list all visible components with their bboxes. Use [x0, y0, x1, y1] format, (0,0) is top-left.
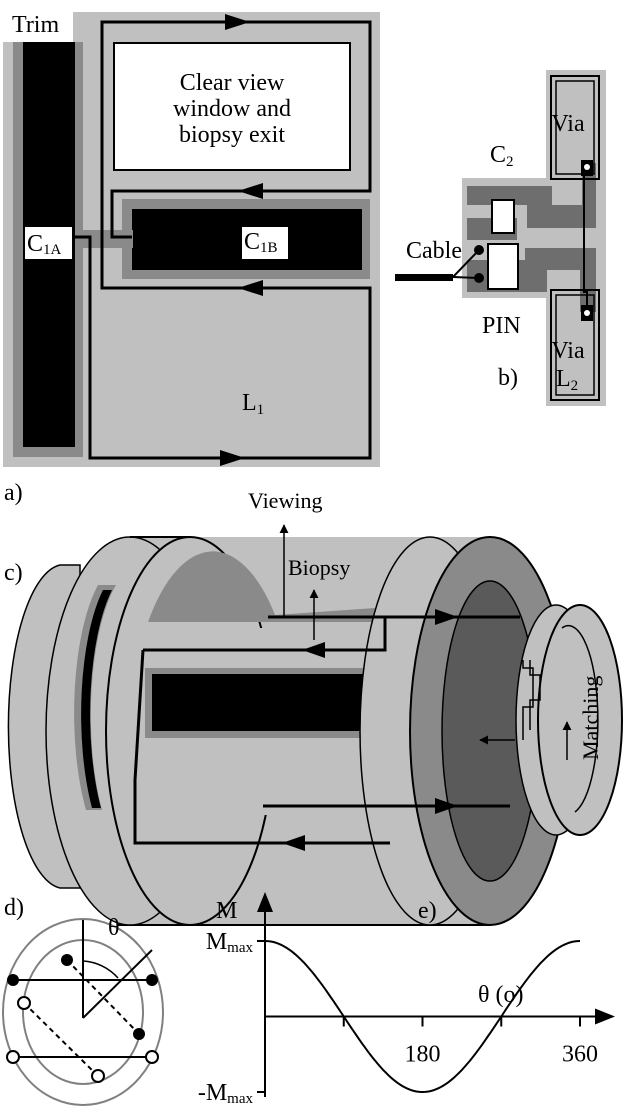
node-filled-3 — [61, 954, 73, 966]
arrow-middle — [238, 183, 263, 199]
cyl-arrow-1 — [435, 609, 458, 625]
matching-traces — [522, 660, 541, 740]
cable — [395, 274, 453, 281]
via-top-label: Via — [551, 111, 585, 137]
viewing-label: Viewing — [248, 488, 322, 513]
arrow-bottom — [220, 450, 245, 466]
via-bottom-dot — [584, 310, 590, 316]
via-bottom-label: Via — [551, 338, 585, 364]
y-axis-arrow — [257, 892, 273, 912]
panel-d: d) θ — [2, 895, 164, 1106]
arrow-top — [225, 14, 250, 30]
l2-conductor — [583, 172, 593, 305]
c1a-label-bg — [25, 227, 72, 259]
c1a-label: C1A — [27, 231, 62, 258]
window-text-line1: Clear view — [180, 70, 285, 96]
panel-c-label: c) — [4, 560, 23, 586]
panel-a: Trim Clear view window and biopsy exit C… — [3, 12, 380, 506]
cyl-conductor-left — [133, 649, 390, 845]
panel-b: Via C2 Cable PIN Via b) L2 — [395, 70, 606, 406]
c1b-cyl — [152, 674, 384, 731]
c1-connector — [75, 230, 133, 248]
cyl-arrow-2 — [302, 642, 325, 658]
panel-c: c) Viewing Biopsy — [4, 488, 623, 926]
via-top-outer — [550, 75, 600, 180]
outer-ring — [2, 918, 164, 1106]
node-open-1 — [6, 1050, 20, 1064]
c2-label: C2 — [490, 142, 514, 170]
biopsy-label: Biopsy — [288, 555, 350, 580]
window-text-line3: biopsy exit — [179, 122, 285, 148]
trim-label: Trim — [12, 12, 59, 38]
node-open-4 — [91, 1069, 105, 1083]
arrow-lower — [238, 280, 263, 296]
cyl-arrow-4 — [282, 835, 305, 851]
node-open-3 — [17, 996, 31, 1010]
rotated-axis — [82, 949, 153, 1019]
trim-cap — [81, 590, 112, 808]
cable-label: Cable — [406, 238, 462, 264]
theta-arc — [82, 960, 119, 979]
node-filled-2 — [146, 974, 158, 986]
clear-view-window — [113, 42, 351, 171]
cable-solder-2 — [474, 273, 484, 283]
matching-disk-face — [537, 604, 623, 836]
theta-label: θ — [108, 915, 120, 941]
via-top-dot — [584, 164, 590, 170]
panel-b-label: b) — [498, 365, 518, 391]
l1-conductor-loop — [75, 20, 372, 460]
panel-a-label: a) — [4, 480, 23, 506]
chart-title: e) — [418, 898, 437, 924]
c1b-label: C1B — [244, 229, 278, 256]
l1-label: L1 — [242, 390, 264, 418]
l2-label: L2 — [556, 366, 578, 394]
series-line — [264, 940, 581, 1094]
pin-diode — [487, 243, 519, 290]
matching-label: Matching — [578, 676, 603, 760]
via-bottom-inner — [555, 294, 595, 396]
c1b-label-bg — [242, 227, 288, 259]
x-tick-label: 360 — [562, 1042, 598, 1068]
cable-solder-1 — [474, 245, 484, 255]
c2-trace — [467, 163, 596, 228]
matching-rotation — [561, 624, 599, 813]
left-ring-window — [148, 551, 490, 622]
via-top-inner — [555, 80, 595, 175]
cyl-conductor-upper — [143, 617, 387, 652]
via-bottom-outer — [550, 289, 600, 401]
panel-d-label: d) — [4, 895, 24, 921]
cyl-arrow-3 — [435, 798, 458, 814]
cable-wire-1 — [452, 249, 480, 278]
x-tick-label: 180 — [405, 1042, 441, 1068]
y-axis-label: M — [216, 898, 237, 924]
node-open-2 — [145, 1050, 159, 1064]
node-filled-4 — [133, 1028, 145, 1040]
x-axis-arrow — [595, 1008, 615, 1025]
node-filled-1 — [7, 974, 19, 986]
y-tick-label: -Mmax — [198, 1080, 254, 1107]
pin-label: PIN — [482, 313, 521, 339]
y-tick-label: Mmax — [206, 929, 254, 956]
c2-capacitor — [491, 199, 515, 234]
window-text-line2: window and — [173, 96, 291, 122]
